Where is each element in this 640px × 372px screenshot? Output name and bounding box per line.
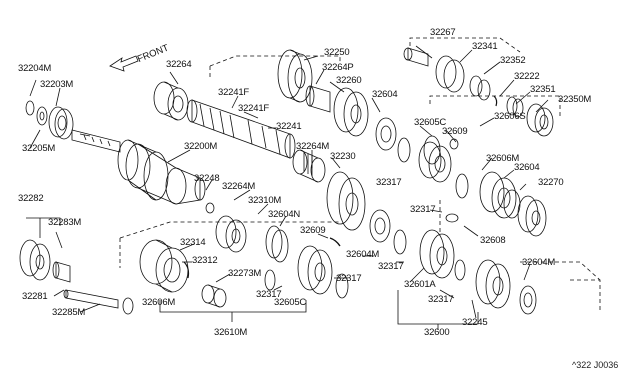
hub-32605C-right — [418, 141, 452, 183]
part-label-32606S: 32606S — [494, 111, 526, 122]
part-label-32600: 32600 — [424, 327, 450, 338]
needle-bearing-32264M — [292, 149, 326, 183]
part-label-32264M: 32264M — [222, 181, 256, 192]
part-label-32264P: 32264P — [322, 62, 354, 73]
part-label-32222: 32222 — [514, 71, 540, 82]
bearing-32267 — [403, 47, 429, 67]
shaft-32281 — [63, 289, 119, 309]
gear-32230 — [326, 171, 366, 231]
part-label-32285M: 32285M — [52, 307, 86, 318]
part-label-32317: 32317 — [376, 177, 402, 188]
part-label-32601A: 32601A — [404, 279, 436, 290]
part-label-32310M: 32310M — [248, 195, 282, 206]
part-label-32241: 32241 — [276, 121, 302, 132]
part-label-32609: 32609 — [300, 225, 326, 236]
part-label-32610M: 32610M — [214, 327, 248, 338]
part-label-32270: 32270 — [538, 177, 564, 188]
part-label-32341: 32341 — [472, 41, 498, 52]
part-label-32245: 32245 — [462, 317, 488, 328]
part-label-32200M: 32200M — [184, 141, 218, 152]
part-label-32317: 32317 — [410, 204, 436, 215]
bearing-32264 — [153, 81, 189, 121]
part-label-32609: 32609 — [442, 126, 468, 137]
part-label-32317: 32317 — [256, 289, 282, 300]
part-label-32604N: 32604N — [268, 209, 301, 220]
part-label-32352: 32352 — [500, 55, 526, 66]
part-label-32351: 32351 — [530, 84, 556, 95]
part-label-32604: 32604 — [372, 89, 398, 100]
synchro-32604 — [375, 117, 397, 151]
part-label-32273M: 32273M — [228, 268, 262, 279]
gear-32601A — [419, 229, 455, 279]
part-label-32264M: 32264M — [296, 141, 330, 152]
part-label-32605C: 32605C — [414, 117, 447, 128]
gear-32270 — [517, 195, 547, 237]
part-label-32248: 32248 — [194, 173, 220, 184]
synchro-32604-right — [503, 189, 521, 219]
front-arrow-icon — [109, 55, 139, 72]
gear-cluster-32200M — [117, 139, 215, 214]
bearing-32350M — [526, 103, 554, 137]
part-label-32312: 32312 — [192, 255, 218, 266]
gear-32310M — [215, 215, 247, 253]
part-label-32283M: 32283M — [48, 217, 82, 228]
sleeve-32264P — [305, 85, 331, 113]
part-label-32260: 32260 — [336, 75, 362, 86]
part-label-32317: 32317 — [336, 273, 362, 284]
part-label-32281: 32281 — [22, 291, 48, 302]
part-label-32350M: 32350M — [558, 94, 592, 105]
part-label-32605C: 32605C — [274, 297, 307, 308]
guide-lines — [119, 37, 601, 310]
part-label-32267: 32267 — [430, 27, 456, 38]
shaft-32241 — [186, 99, 296, 159]
gear-32260 — [333, 87, 369, 137]
part-label-32608: 32608 — [480, 235, 506, 246]
ring-32351 — [506, 96, 524, 118]
part-label-32317: 32317 — [378, 261, 404, 272]
part-label-32205M: 32205M — [22, 143, 56, 154]
hub-32605C — [297, 245, 333, 295]
ring-32604N — [265, 225, 289, 263]
part-label-32314: 32314 — [180, 237, 206, 248]
bracket-32610M — [159, 300, 307, 313]
bushing-32273M — [201, 284, 227, 308]
gear-32250 — [277, 49, 313, 103]
part-label-32204M: 32204M — [18, 63, 52, 74]
synchro-32604M-right — [519, 285, 537, 315]
part-label-32250: 32250 — [324, 47, 350, 58]
part-label-32264: 32264 — [166, 59, 192, 70]
bearing-32283M — [52, 261, 71, 283]
part-label-32604M: 32604M — [522, 257, 556, 268]
gear-32282 — [19, 239, 51, 281]
sleeve-32606M — [479, 171, 517, 219]
part-label-32606M: 32606M — [486, 153, 520, 164]
gear-32245 — [475, 259, 511, 309]
part-label-32203M: 32203M — [40, 79, 74, 90]
part-label-32606M: 32606M — [142, 297, 176, 308]
part-label-32241F: 32241F — [238, 103, 270, 114]
gear-32341 — [435, 55, 465, 93]
part-label-32604: 32604 — [514, 162, 540, 173]
synchro-32604M — [369, 209, 391, 243]
ring-32352 — [469, 75, 491, 101]
diagram-reference-code: ^322 J0036 — [572, 360, 619, 370]
part-label-32241F: 32241F — [218, 87, 250, 98]
part-label-32230: 32230 — [330, 151, 356, 162]
part-label-32317: 32317 — [428, 294, 454, 305]
part-label-32604M: 32604M — [346, 249, 380, 260]
part-label-32282: 32282 — [18, 193, 44, 204]
